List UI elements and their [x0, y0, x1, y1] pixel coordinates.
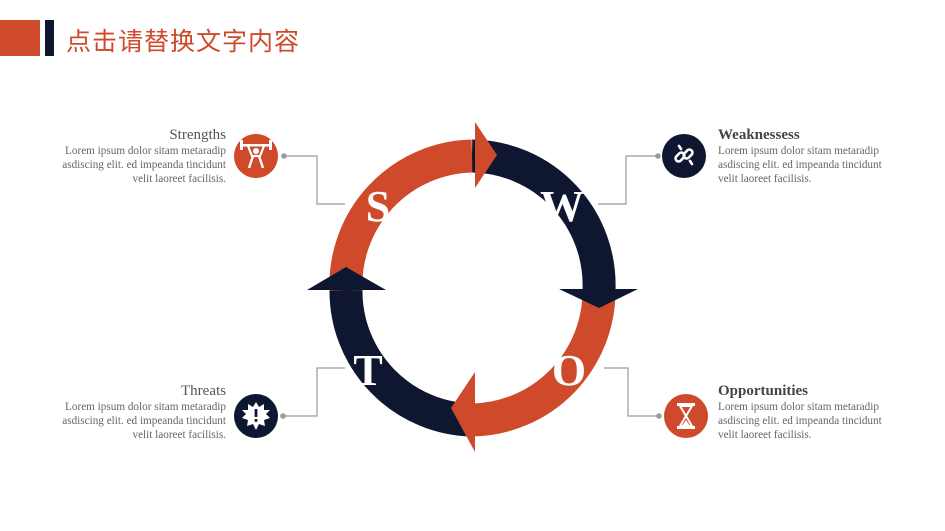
threats-body: Lorem ipsum dolor sitam metaradip asdisc… — [62, 401, 226, 441]
connector-dot-threats — [280, 413, 286, 419]
opportunities-body: Lorem ipsum dolor sitam metaradip asdisc… — [718, 401, 882, 441]
connector-dot-strengths — [281, 153, 287, 159]
connector-strengths — [284, 155, 345, 205]
opportunities-icon-badge — [664, 394, 708, 438]
opportunities-block: Opportunities Lorem ipsum dolor sitam me… — [718, 382, 883, 442]
connector-weaknesses — [598, 155, 658, 205]
connector-lines — [283, 155, 659, 417]
threats-icon-badge — [234, 394, 278, 438]
letter-w: W — [540, 182, 584, 231]
weaknesses-title: Weaknessess — [718, 127, 800, 143]
strengths-title: Strengths — [169, 127, 226, 143]
arrowhead-strengths — [475, 122, 497, 188]
ring-arc-weaknesses — [471, 139, 616, 291]
broken-link-icon — [674, 144, 694, 166]
letter-s: S — [366, 182, 390, 231]
header-accent-bar — [0, 20, 40, 56]
strengths-body: Lorem ipsum dolor sitam metaradip asdisc… — [62, 145, 226, 185]
connector-threats — [283, 367, 345, 417]
ring-arc-opportunities — [471, 289, 616, 437]
strengths-block: Strengths Lorem ipsum dolor sitam metara… — [61, 126, 226, 186]
threats-title: Threats — [181, 383, 226, 399]
weaknesses-block: Weaknessess Lorem ipsum dolor sitam meta… — [718, 126, 883, 186]
arrowhead-threats — [307, 267, 386, 290]
strengths-icon-badge — [234, 134, 278, 178]
weightlifter-icon — [240, 140, 272, 169]
weaknesses-icon-badge — [662, 134, 706, 178]
threats-block: Threats Lorem ipsum dolor sitam metaradi… — [61, 382, 226, 442]
letter-t: T — [353, 346, 382, 395]
weaknesses-body: Lorem ipsum dolor sitam metaradip asdisc… — [718, 145, 882, 185]
connector-dot-opportunities — [656, 413, 662, 419]
alert-mark — [254, 409, 258, 417]
arrowhead-opportunities — [451, 372, 475, 452]
hourglass-icon — [677, 403, 695, 429]
opportunities-title: Opportunities — [718, 383, 809, 399]
ring-arc-strengths — [329, 139, 473, 291]
ring-arc-threats — [329, 289, 473, 437]
alert-dot — [254, 419, 258, 422]
header-divider-bar — [45, 20, 54, 56]
letter-o: O — [552, 346, 586, 395]
connector-dot-weaknesses — [655, 153, 661, 159]
connector-opportunities — [604, 367, 659, 417]
page-title: 点击请替换文字内容 — [66, 27, 301, 56]
arrowhead-weaknesses — [559, 289, 638, 308]
